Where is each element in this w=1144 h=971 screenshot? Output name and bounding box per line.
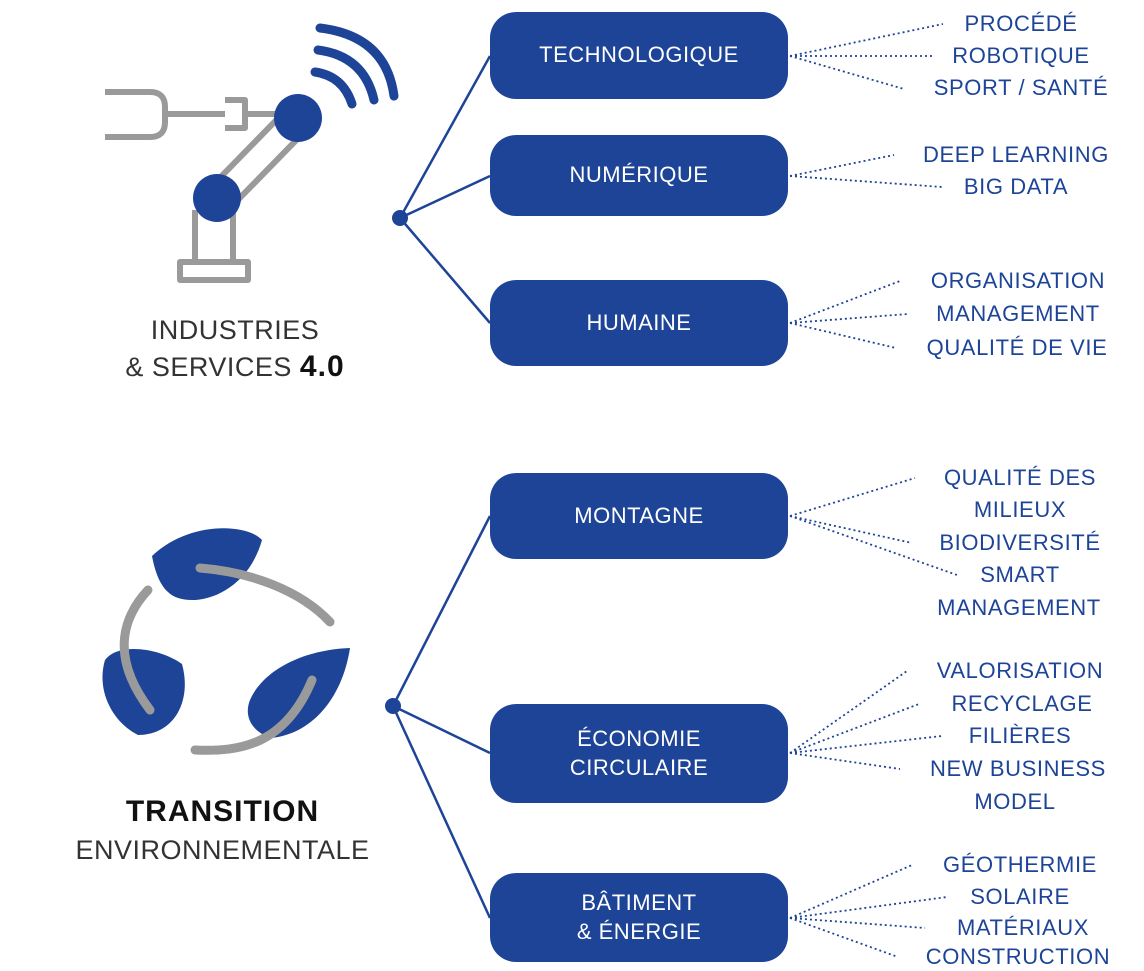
dotted-link-bat-0 — [789, 864, 913, 919]
branch-humaine: HUMAINE — [490, 280, 788, 366]
branch-montagne: MONTAGNE — [490, 473, 788, 559]
dotted-link-num-1 — [789, 175, 943, 188]
industries-title-line2: & SERVICES 4.0 — [95, 350, 375, 384]
section-title-transition: TRANSITION ENVIRONNEMENTALE — [10, 795, 435, 866]
connector-montagne — [391, 515, 492, 707]
dotted-link-mont-0 — [789, 477, 916, 517]
leaf-new-business: NEW BUSINESS — [930, 756, 1106, 781]
connector-humaine — [399, 217, 491, 324]
leaf-milieux: MILIEUX — [973, 497, 1067, 522]
leaf-sport-sante: SPORT / SANTÉ — [933, 75, 1109, 100]
leaf-management: MANAGEMENT — [936, 301, 1100, 326]
recycling-leaves-icon — [102, 528, 350, 755]
leaf-qualite-de-vie: QUALITÉ DE VIE — [926, 335, 1108, 360]
branch-technologique: TECHNOLOGIQUE — [490, 12, 788, 99]
dotted-link-eco-1 — [789, 703, 920, 754]
leaf-robotique: ROBOTIQUE — [952, 43, 1090, 68]
dotted-link-mont-1 — [789, 515, 913, 544]
dotted-link-tech-2 — [789, 55, 905, 90]
dotted-link-num-0 — [789, 154, 895, 177]
leaf-deep-learning: DEEP LEARNING — [923, 142, 1109, 167]
leaf-geothermie: GÉOTHERMIE — [943, 852, 1097, 877]
leaf-qualite-des: QUALITÉ DES — [943, 465, 1097, 490]
industries-title-version: 4.0 — [299, 350, 345, 383]
robot-arm-wifi-icon — [105, 23, 399, 283]
leaf-valorisation: VALORISATION — [936, 658, 1104, 683]
connector-technologique — [398, 55, 492, 219]
leaf-procede: PROCÉDÉ — [964, 11, 1078, 36]
industries-title-line1: INDUSTRIES — [150, 315, 320, 345]
leaf-smart: SMART — [980, 562, 1060, 587]
section-title-industries: INDUSTRIES & SERVICES 4.0 — [95, 315, 375, 384]
leaf-organisation: ORGANISATION — [930, 268, 1106, 293]
connectors — [385, 23, 958, 958]
branch-numerique: NUMÉRIQUE — [490, 135, 788, 216]
leaf-big-data: BIG DATA — [963, 174, 1069, 199]
connector-numerique — [399, 174, 491, 220]
leaf-materiaux: MATÉRIAUX — [956, 915, 1090, 940]
transition-title-line2: ENVIRONNEMENTALE — [75, 835, 370, 865]
hub-node-transition — [385, 698, 401, 714]
dotted-link-eco-3 — [789, 752, 901, 770]
connector-economie — [392, 704, 491, 755]
dotted-link-bat-1 — [789, 896, 948, 919]
dotted-link-tech-0 — [789, 23, 944, 57]
dotted-link-eco-0 — [789, 670, 908, 754]
dotted-link-bat-3 — [789, 917, 899, 958]
dotted-link-hum-1 — [789, 313, 909, 324]
leaf-recyclage: RECYCLAGE — [951, 691, 1093, 716]
leaf-filieres: FILIÈRES — [968, 723, 1072, 748]
leaf-smart-management: MANAGEMENT — [937, 595, 1101, 620]
leaf-solaire: SOLAIRE — [970, 884, 1070, 909]
hub-node-industries — [392, 210, 408, 226]
leaf-construction: CONSTRUCTION — [925, 944, 1111, 969]
industries-title-prefix: & SERVICES — [125, 352, 300, 382]
dotted-link-bat-2 — [789, 917, 926, 929]
leaf-biodiversite: BIODIVERSITÉ — [939, 530, 1101, 555]
branch-batiment-energie: BÂTIMENT & ÉNERGIE — [490, 873, 788, 962]
transition-title-line1: TRANSITION — [125, 795, 320, 828]
dotted-link-hum-2 — [789, 322, 897, 349]
branch-economie-circulaire: ÉCONOMIE CIRCULAIRE — [490, 704, 788, 803]
leaf-model: MODEL — [974, 789, 1056, 814]
dotted-link-eco-2 — [789, 735, 943, 754]
dotted-link-hum-0 — [789, 280, 901, 324]
connector-batiment — [391, 705, 492, 919]
